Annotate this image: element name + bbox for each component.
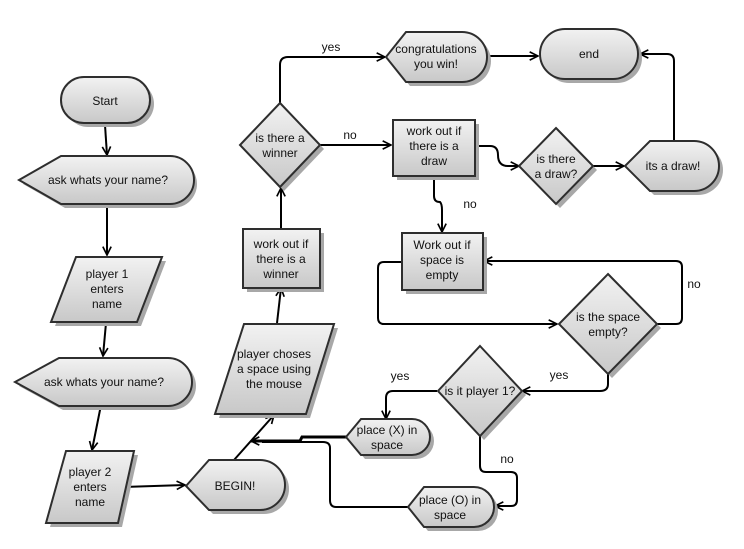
edge-label-yes: yes: [322, 40, 341, 54]
edge-ask2-to-p2: [92, 404, 102, 450]
node-label: space is: [420, 253, 464, 267]
node-label: Work out if: [413, 238, 471, 252]
edge-winner-yes: [279, 57, 385, 103]
edge-isempty-yes: [522, 373, 609, 391]
node-label: draw: [421, 154, 447, 168]
edge-label-yes: yes: [550, 368, 569, 382]
edge-choses-to-winnerproc: [277, 288, 281, 324]
edge-isp1-no: [479, 436, 518, 506]
edge-draw-to-isdraw: [478, 145, 519, 166]
node-work-out-empty[interactable]: Work out if space is empty: [401, 232, 487, 294]
edge-placex-to-choses: [251, 435, 346, 441]
node-place-x[interactable]: place (X) in space: [344, 418, 434, 459]
node-label: a space using: [237, 362, 311, 376]
node-place-o[interactable]: place (O) in space: [406, 486, 498, 531]
node-start[interactable]: Start: [60, 76, 154, 127]
node-label: is there a: [255, 131, 305, 145]
node-ask-name-2[interactable]: ask whats your name?: [12, 357, 196, 410]
node-label: congratulations: [395, 42, 476, 56]
edge-isempty-no: [484, 261, 683, 325]
node-player-choses[interactable]: player choses a space using the mouse: [213, 323, 338, 418]
node-label: place (X) in: [357, 423, 418, 437]
node-label: a draw?: [535, 167, 578, 181]
node-work-out-draw[interactable]: work out if there is a draw: [392, 119, 479, 180]
node-label: enters: [90, 282, 123, 296]
edge-placeo-to-choses: [262, 441, 408, 508]
node-label: enters: [73, 480, 106, 494]
node-label: work out if: [406, 124, 462, 138]
edge-label-no: no: [500, 452, 514, 466]
node-work-out-winner[interactable]: work out if there is a winner: [242, 228, 324, 292]
edge-itsdraw-to-end: [640, 54, 675, 141]
node-is-space-empty[interactable]: is the space empty?: [557, 272, 661, 378]
node-label: name: [92, 297, 122, 311]
node-label: is it player 1?: [445, 384, 516, 398]
node-label: end: [579, 47, 599, 61]
node-label: empty?: [588, 325, 628, 339]
node-player1-enters[interactable]: player 1 enters name: [49, 256, 166, 326]
node-label: is there: [536, 152, 576, 166]
node-is-there-winner[interactable]: is there a winner: [238, 101, 324, 191]
edge-label-no: no: [687, 277, 701, 291]
node-player2-enters[interactable]: player 2 enters name: [44, 450, 138, 527]
node-label: winner: [261, 146, 297, 160]
node-congratulations[interactable]: congratulations you win!: [384, 31, 491, 86]
edge-draw-no-to-empty: [433, 175, 442, 232]
edge-begin-to-choses: [233, 415, 274, 461]
node-label: place (O) in: [419, 493, 481, 507]
edge-label-yes: yes: [391, 369, 410, 383]
node-label: name: [75, 495, 105, 509]
edge-isp1-yes: [386, 390, 437, 419]
node-label: ask whats your name?: [44, 375, 164, 389]
node-label: winner: [262, 267, 298, 281]
edge-p2-to-begin: [123, 485, 185, 487]
node-label: you win!: [414, 57, 458, 71]
edge-empty-to-isempty: [377, 261, 557, 324]
node-label: player 1: [86, 267, 129, 281]
node-label: player 2: [69, 465, 112, 479]
edge-p1-to-ask2: [103, 322, 106, 356]
node-label: empty: [426, 268, 459, 282]
connectors: [92, 54, 683, 508]
node-its-a-draw[interactable]: its a draw!: [623, 140, 723, 195]
node-label: ask whats your name?: [48, 173, 168, 187]
node-label: the mouse: [246, 377, 302, 391]
node-label: work out if: [253, 237, 309, 251]
node-label: its a draw!: [646, 159, 701, 173]
node-is-it-player1[interactable]: is it player 1?: [436, 344, 526, 440]
node-is-there-draw[interactable]: is there a draw?: [517, 126, 597, 208]
edge-start-to-ask1: [105, 124, 107, 155]
node-label: space: [371, 438, 403, 452]
edge-label-no: no: [343, 128, 357, 142]
node-label: space: [434, 508, 466, 522]
node-label: is the space: [576, 310, 640, 324]
edge-labels: yes no no no yes yes no: [322, 40, 701, 466]
edge-label-no: no: [463, 197, 477, 211]
node-label: there is a: [256, 252, 306, 266]
node-begin[interactable]: BEGIN!: [184, 459, 289, 514]
node-label: Start: [92, 94, 118, 108]
node-label: BEGIN!: [215, 479, 256, 493]
node-label: player choses: [237, 347, 311, 361]
node-end[interactable]: end: [539, 28, 642, 83]
node-label: there is a: [409, 139, 459, 153]
node-ask-name-1[interactable]: ask whats your name?: [16, 155, 197, 208]
